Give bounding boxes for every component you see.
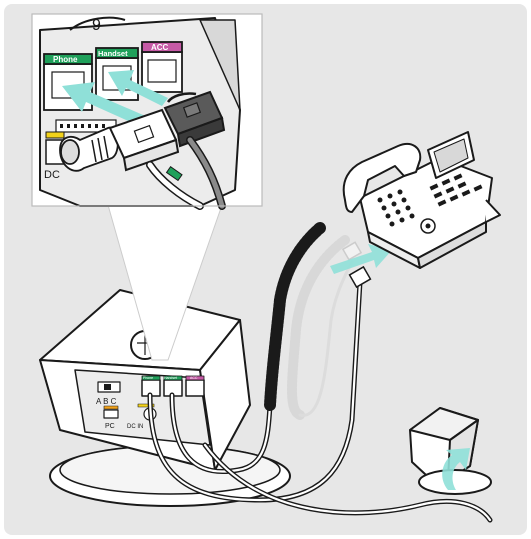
- base-pc-label: PC: [105, 423, 115, 430]
- inset-handset-label: Handset: [98, 49, 128, 58]
- zoom-inset: Phone Handset ACC 9 DC: [32, 14, 262, 206]
- inset-dial-label: 9: [92, 17, 101, 34]
- inset-phone-label: Phone: [53, 55, 78, 64]
- base-switch-label: A B C: [96, 397, 117, 406]
- base-handset-label: Handset: [164, 376, 177, 380]
- base-dc-in-label: DC IN: [127, 424, 143, 430]
- base-acc-label: ACC: [190, 376, 198, 380]
- base-phone-label: Phone: [143, 376, 153, 380]
- inset-acc-label: ACC: [151, 43, 169, 52]
- base-acc-port: [186, 380, 204, 396]
- inset-dc-label: DC: [44, 169, 60, 181]
